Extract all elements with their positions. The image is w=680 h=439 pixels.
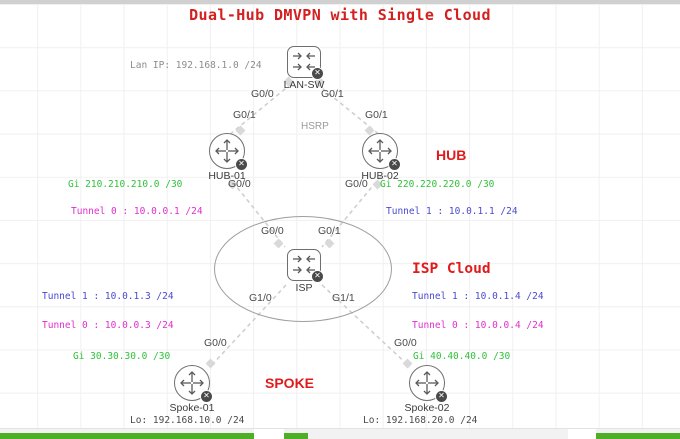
interface-label-hub01-g00: G0/0: [228, 178, 251, 190]
isp-cloud-boundary: [214, 216, 392, 322]
device-status-badge: ✕: [388, 158, 401, 171]
node-isp[interactable]: ✕ ISP: [287, 249, 324, 294]
link-isp-spoke02: [321, 284, 411, 368]
link-endpoint-marker: [227, 179, 238, 190]
annotation-hub01-gi: Gi 210.210.210.0 /30: [68, 179, 183, 190]
bottom-progress-bar: [0, 428, 680, 439]
device-status-badge: ✕: [311, 67, 324, 80]
interface-label-spoke02-g00: G0/0: [394, 337, 417, 349]
router-icon: ✕: [209, 133, 248, 171]
interface-label-lansw-g01: G0/1: [321, 88, 344, 100]
node-hub-01[interactable]: ✕ HUB-01: [208, 133, 248, 182]
annotation-hub02-gi: Gi 220.220.220.0 /30: [380, 179, 495, 190]
router-icon: ✕: [362, 133, 401, 171]
node-lan-sw[interactable]: ✕ LAN-SW: [284, 46, 324, 91]
link-endpoint-marker: [402, 358, 413, 369]
annotation-spoke02-lo: Lo: 192.168.20.0 /24: [363, 415, 478, 426]
interface-label-lansw-g00: G0/0: [251, 88, 274, 100]
hsrp-label: HSRP: [301, 121, 329, 132]
annotation-spoke02-gi: Gi 40.40.40.0 /30: [413, 351, 511, 362]
page-title: Dual-Hub DMVPN with Single Cloud: [189, 6, 491, 24]
switch-icon: ✕: [287, 46, 324, 80]
node-spoke-01[interactable]: ✕ Spoke-01: [170, 365, 214, 414]
top-chrome-bar: [0, 0, 680, 4]
node-label: LAN-SW: [283, 79, 325, 91]
interface-label-hub01-g01: G0/1: [233, 109, 256, 121]
annotation-hub02-tunnel1: Tunnel 1 : 10.0.1.1 /24: [386, 206, 518, 217]
zone-label-spoke: SPOKE: [265, 375, 315, 391]
link-endpoint-marker: [364, 125, 375, 136]
interface-label-isp-g00: G0/0: [261, 225, 284, 237]
interface-label-spoke01-g00: G0/0: [204, 337, 227, 349]
zone-label-hub: HUB: [436, 147, 467, 163]
annotation-spoke02-tunnel1: Tunnel 1 : 10.0.1.4 /24: [412, 291, 544, 302]
node-label: ISP: [295, 282, 313, 294]
node-hub-02[interactable]: ✕ HUB-02: [361, 133, 401, 182]
interface-label-isp-g10: G1/0: [249, 292, 272, 304]
annotation-hub01-tunnel0: Tunnel 0 : 10.0.0.1 /24: [71, 206, 203, 217]
node-label: HUB-02: [361, 170, 399, 182]
node-spoke-02[interactable]: ✕ Spoke-02: [405, 365, 449, 414]
switch-icon: ✕: [287, 249, 324, 283]
interface-label-hub02-g01: G0/1: [365, 109, 388, 121]
link-endpoint-marker: [235, 125, 246, 136]
device-status-badge: ✕: [311, 270, 324, 283]
router-icon: ✕: [409, 365, 448, 403]
annotation-spoke02-tunnel0: Tunnel 0 : 10.0.0.4 /24: [412, 320, 544, 331]
link-endpoint-marker: [372, 179, 383, 190]
annotation-lan-ip: Lan IP: 192.168.1.0 /24: [130, 60, 262, 71]
interface-label-isp-g11: G1/1: [332, 292, 355, 304]
node-label: Spoke-01: [169, 402, 215, 414]
annotation-spoke01-tunnel0: Tunnel 0 : 10.0.0.3 /24: [42, 320, 174, 331]
device-status-badge: ✕: [435, 390, 448, 403]
link-lansw-hub01: [227, 83, 292, 137]
interface-label-hub02-g00: G0/0: [345, 178, 368, 190]
node-label: HUB-01: [208, 170, 246, 182]
annotation-spoke01-tunnel1: Tunnel 1 : 10.0.1.3 /24: [42, 291, 174, 302]
device-status-badge: ✕: [235, 158, 248, 171]
router-icon: ✕: [174, 365, 213, 403]
annotation-spoke01-gi: Gi 30.30.30.0 /30: [73, 351, 171, 362]
node-label: Spoke-02: [404, 402, 450, 414]
annotation-spoke01-lo: Lo: 192.168.10.0 /24: [130, 415, 245, 426]
link-endpoint-marker: [205, 358, 216, 369]
interface-label-isp-g01: G0/1: [318, 225, 341, 237]
zone-label-isp-cloud: ISP Cloud: [412, 261, 491, 277]
device-status-badge: ✕: [200, 390, 213, 403]
